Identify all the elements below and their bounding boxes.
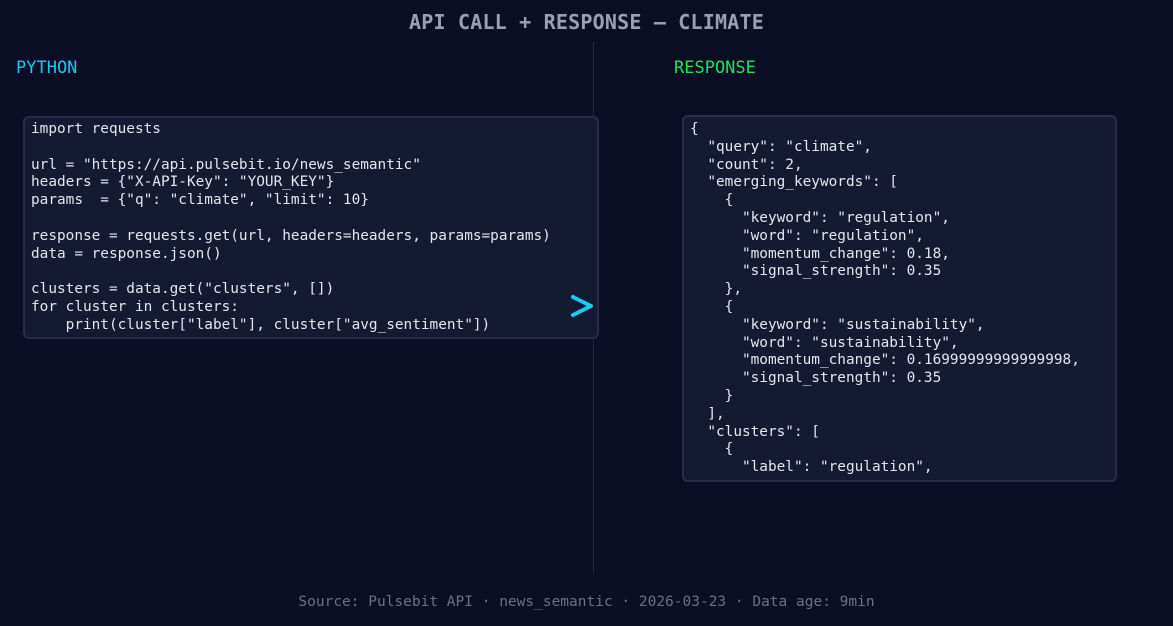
python-code-block: import requests url = "https://api.pulse…: [23, 116, 599, 339]
response-json: { "query": "climate", "count": 2, "emerg…: [690, 121, 1080, 476]
python-code: import requests url = "https://api.pulse…: [31, 121, 551, 333]
response-json-block: { "query": "climate", "count": 2, "emerg…: [682, 115, 1117, 482]
source-footer: Source: Pulsebit API · news_semantic · 2…: [298, 594, 875, 610]
response-section-label: RESPONSE: [674, 58, 756, 78]
python-section-label: PYTHON: [16, 58, 78, 78]
page-title: API CALL + RESPONSE — CLIMATE: [409, 10, 764, 34]
chevron-right-icon: [571, 295, 593, 317]
